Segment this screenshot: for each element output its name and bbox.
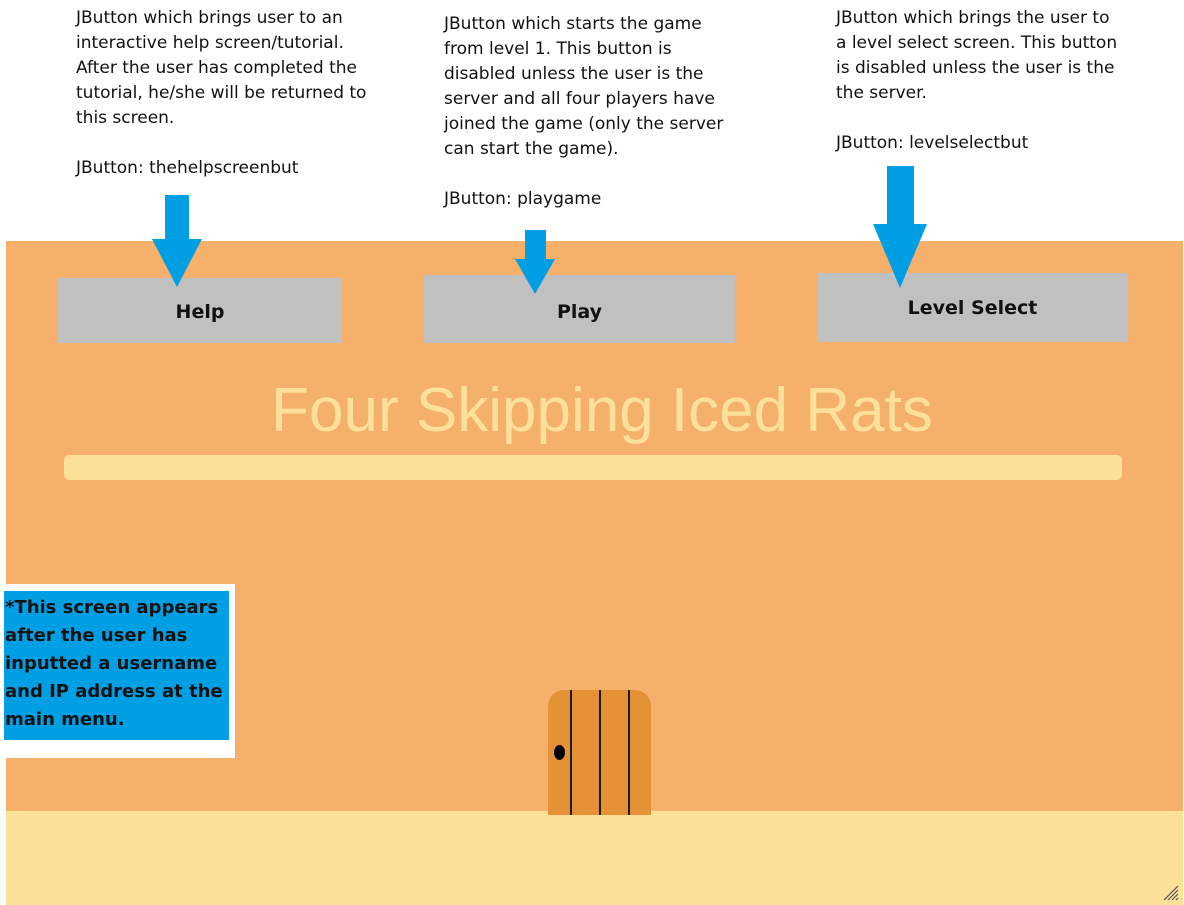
resize-grip-icon[interactable]: [1161, 883, 1179, 901]
door-plank-line: [628, 690, 630, 815]
level-select-button[interactable]: Level Select: [817, 273, 1128, 342]
door-plank-line: [599, 690, 601, 815]
door-icon: [548, 690, 651, 815]
level-select-annotation-text: JButton which brings the user to a level…: [836, 8, 1118, 153]
help-button[interactable]: Help: [58, 278, 342, 343]
game-window: Help Play Level Select Four Skipping Ice…: [6, 241, 1183, 905]
down-arrow-icon: [152, 195, 202, 287]
door-plank-line: [570, 690, 572, 815]
down-arrow-icon: [515, 230, 555, 294]
title-underline-bar: [64, 455, 1122, 480]
screen-note-box: *This screen appears after the user has …: [4, 591, 229, 740]
play-button[interactable]: Play: [424, 275, 735, 343]
game-title: Four Skipping Iced Rats: [271, 376, 933, 445]
play-annotation-text: JButton which starts the game from level…: [444, 14, 724, 209]
floor: [6, 811, 1183, 905]
down-arrow-icon: [873, 166, 927, 288]
door-knob: [554, 745, 565, 760]
help-annotation-text: JButton which brings user to an interact…: [76, 8, 367, 178]
